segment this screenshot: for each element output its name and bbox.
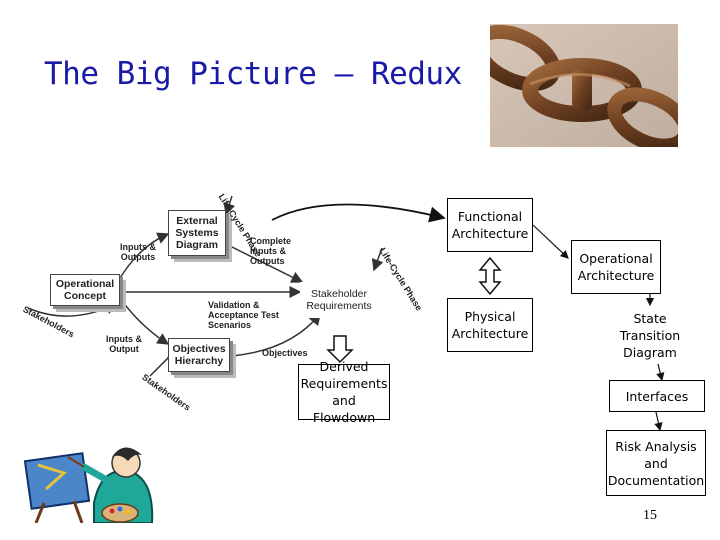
double-arrow-icon: [478, 256, 502, 296]
state-transition-box: State Transition Diagram: [604, 306, 696, 364]
objectives-hierarchy-box: Objectives Hierarchy: [168, 338, 230, 372]
page-number: 15: [643, 508, 657, 523]
risk-analysis-box: Risk Analysis and Documentation: [606, 430, 706, 496]
validation-label: Validation & Acceptance Test Scenarios: [208, 300, 279, 330]
complete-io-label: Complete Inputs & Outputs: [250, 236, 292, 266]
painter-clipart: [24, 443, 162, 523]
down-arrow-icon: [326, 335, 354, 364]
objectives-label: Objectives: [262, 348, 308, 358]
derived-requirements-box: Derived Requirements and Flowdown: [298, 359, 390, 425]
process-diagram-arrows: [27, 195, 384, 377]
functional-architecture-box: Functional Architecture: [447, 198, 533, 252]
page-title: The Big Picture – Redux: [44, 56, 462, 92]
stakeholder-requirements-box: Stakeholder Requirements: [300, 282, 378, 318]
operational-architecture-box: Operational Architecture: [571, 240, 661, 294]
interfaces-box: Interfaces: [609, 380, 705, 412]
inputs-outputs-bottom-label: Inputs & Output: [106, 334, 142, 354]
physical-architecture-box: Physical Architecture: [447, 298, 533, 352]
external-systems-box: External Systems Diagram: [168, 210, 226, 256]
chain-photo: [490, 24, 678, 147]
operational-concept-box: Operational Concept: [50, 274, 120, 306]
inputs-outputs-top-label: Inputs & Outputs: [120, 242, 156, 262]
process-diagram: External Systems Diagram Operational Con…: [20, 186, 424, 416]
